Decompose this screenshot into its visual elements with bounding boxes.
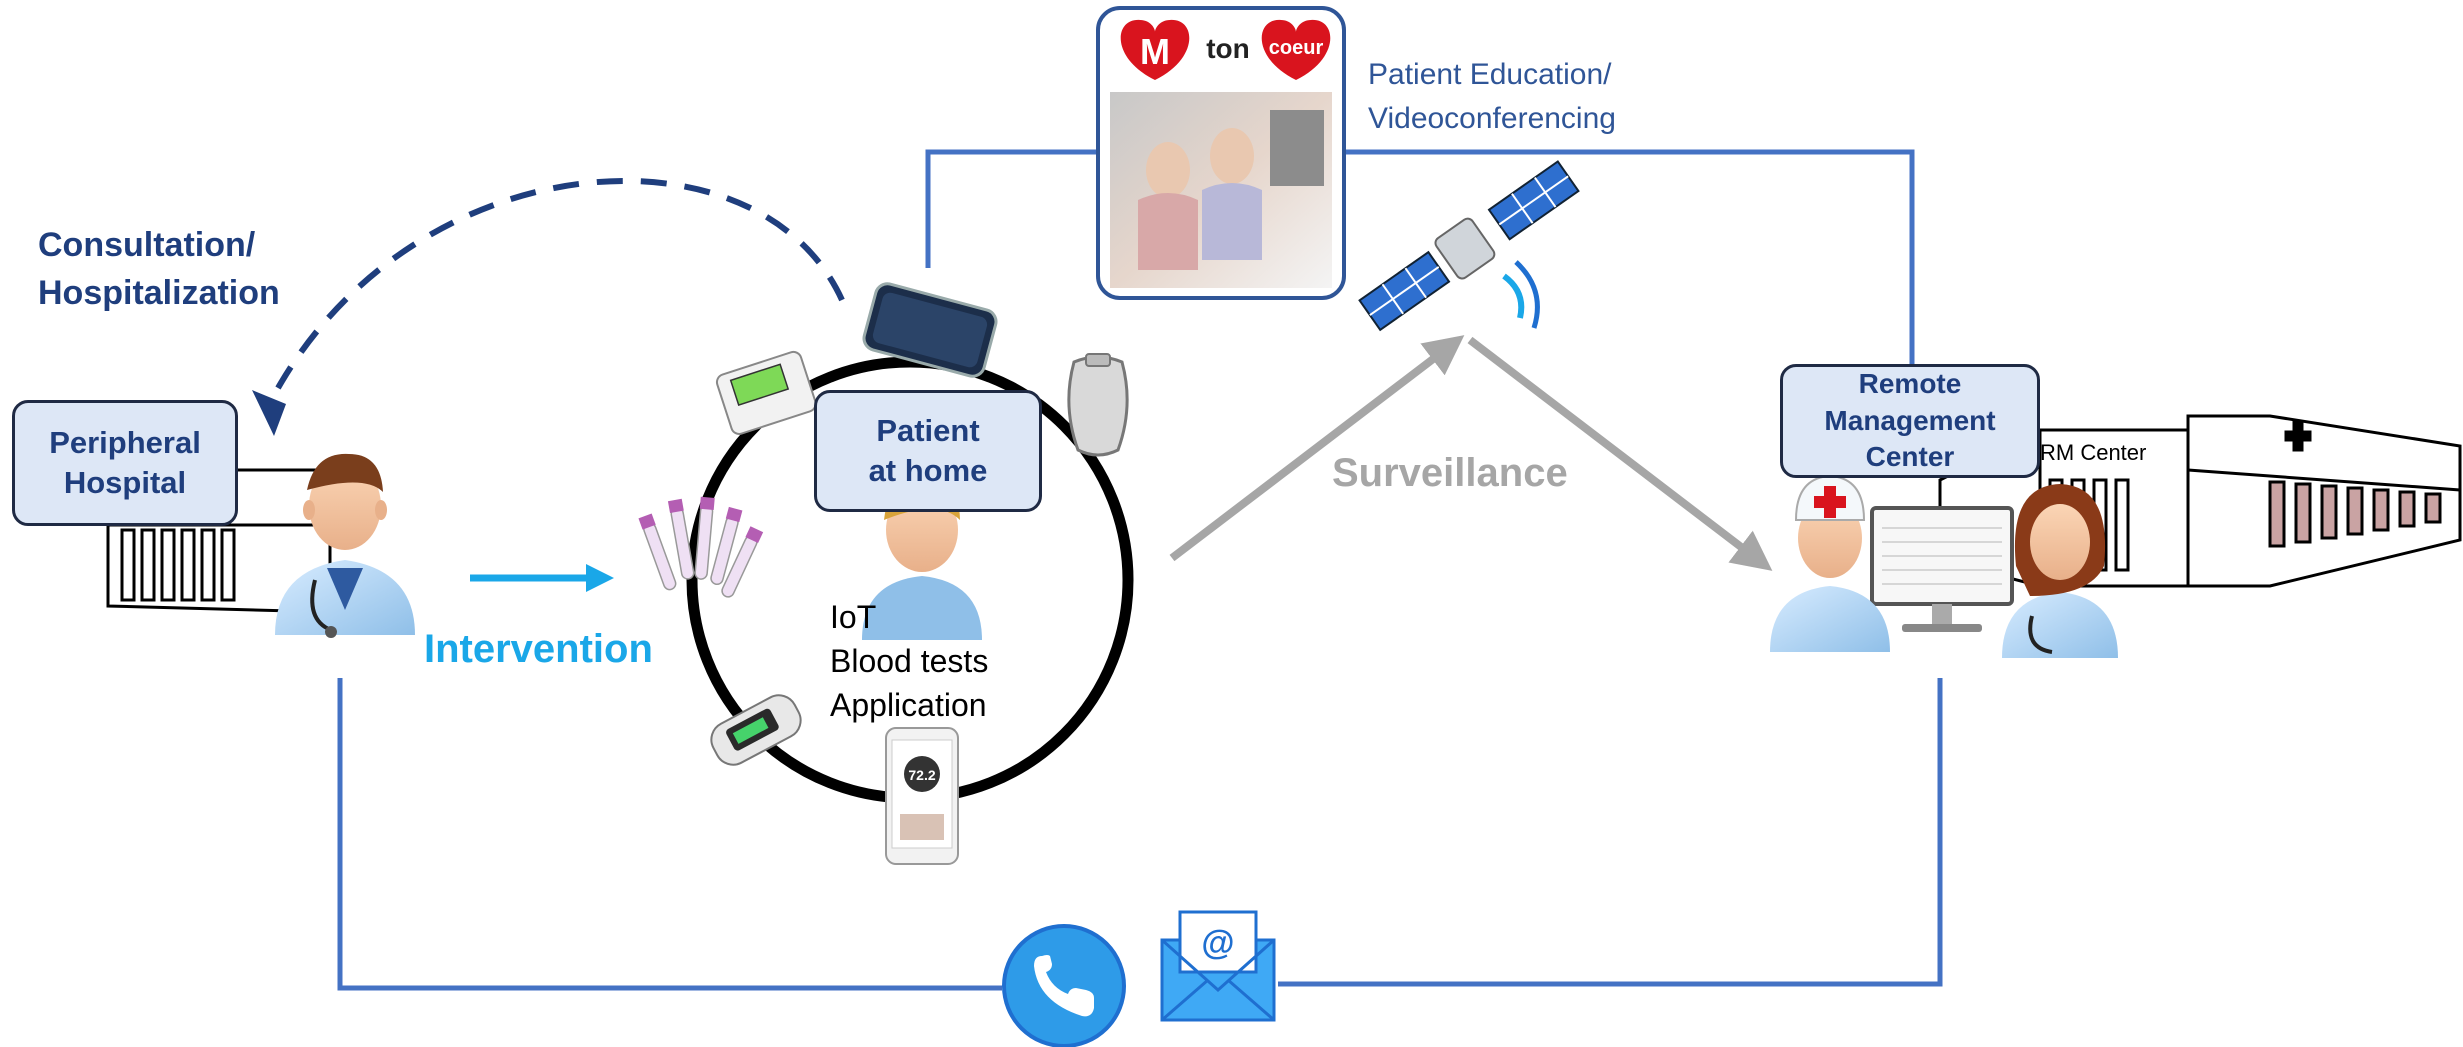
education-label-2: Videoconferencing	[1368, 102, 1616, 135]
smartphone-icon	[885, 727, 959, 865]
smart-scale-icon	[862, 282, 998, 378]
connection-lines	[337, 149, 1943, 991]
phone-icon	[1002, 924, 1126, 1047]
application-label: Application	[830, 687, 987, 723]
peripheral-label-2: Hospital	[63, 465, 187, 500]
logo-coeur: coeur	[1269, 37, 1324, 59]
blood-tests-label: Blood tests	[830, 643, 988, 679]
m-ton-coeur-logo	[1120, 19, 1331, 80]
remote-label-1: Remote	[1858, 368, 1962, 400]
consultation-label-2: Hospitalization	[38, 274, 280, 312]
patient-label-1: Patient	[876, 412, 980, 448]
email-icon: @	[1160, 910, 1276, 1022]
patient-at-home-box: Patient at home	[814, 390, 1042, 512]
patient-label-2: at home	[868, 453, 988, 488]
bottom-link-line	[337, 678, 1002, 991]
top-link-line	[925, 149, 1915, 370]
bottom-link-line-right	[1278, 678, 1943, 987]
education-label-1: Patient Education/	[1368, 58, 1612, 91]
oximeter-icon	[710, 694, 802, 766]
pacemaker-icon	[1067, 353, 1129, 457]
blood-tubes-icon	[638, 496, 764, 598]
surveillance-arrows	[1169, 335, 1773, 571]
phone-reading: 72.2	[908, 767, 935, 783]
glucometer-icon	[715, 350, 817, 435]
consultation-label-1: Consultation/	[38, 226, 256, 264]
female-doctor-icon	[2002, 484, 2118, 658]
logo-ton: ton	[1206, 33, 1250, 64]
doctor-icon	[275, 453, 415, 638]
education-panel	[1096, 6, 1346, 300]
remote-label-2: Management	[1824, 404, 1996, 436]
rm-center-sign: RM Center	[2040, 440, 2146, 465]
peripheral-hospital-box: Peripheral Hospital	[12, 400, 238, 526]
intervention-arrow	[470, 564, 614, 592]
intervention-label: Intervention	[424, 627, 653, 671]
svg-text:@: @	[1201, 924, 1234, 962]
satellite-icon	[1358, 160, 1580, 332]
surveillance-label: Surveillance	[1332, 451, 1568, 495]
remote-management-box: Remote Management Center	[1780, 364, 2040, 478]
iot-label: IoT	[830, 599, 876, 635]
remote-label-3: Center	[1865, 441, 1955, 473]
logo-m: M	[1140, 31, 1170, 72]
peripheral-label-1: Peripheral	[49, 424, 201, 460]
nurse-icon	[1770, 474, 1890, 652]
computer-monitor-icon	[1870, 506, 2014, 632]
consultation-arrow	[252, 178, 845, 436]
